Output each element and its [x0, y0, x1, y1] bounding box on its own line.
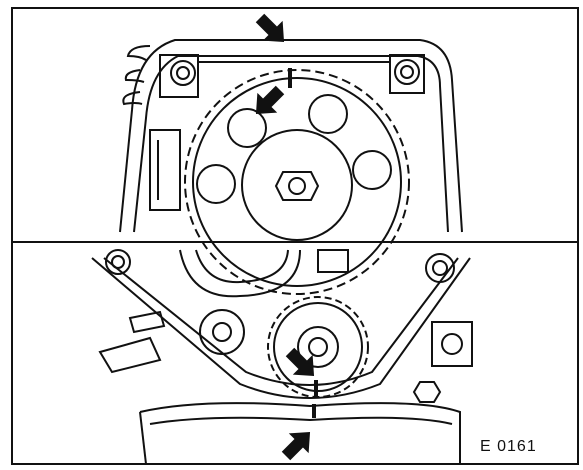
figure-border	[11, 7, 579, 465]
arrow-icon	[276, 422, 320, 466]
figure-code: E 0161	[480, 438, 537, 455]
bottom-panel	[91, 249, 473, 465]
arrow-icon	[280, 342, 324, 386]
top-panel	[119, 39, 463, 295]
arrow-icon	[246, 80, 290, 124]
arrow-icon	[250, 8, 294, 52]
